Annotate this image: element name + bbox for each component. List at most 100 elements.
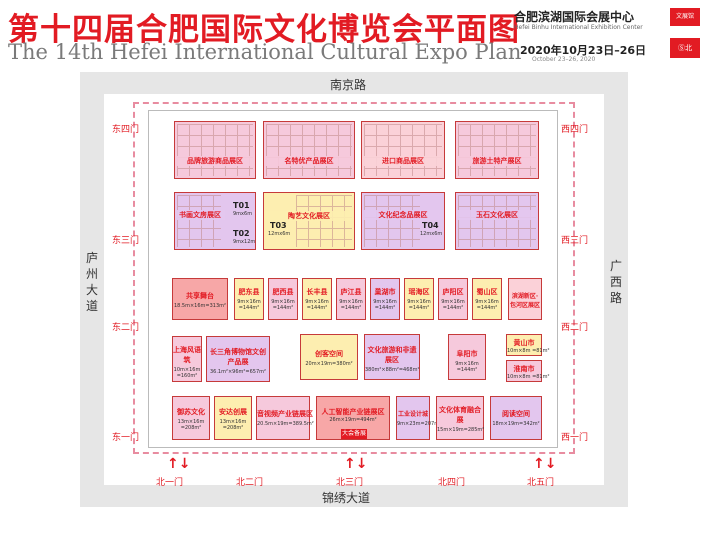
zone-label: 音视频产业链展区 bbox=[257, 410, 313, 418]
zone-tourism-heritage[interactable]: 文化旅游和非遗展区 380m²×88m²=468m² bbox=[364, 334, 420, 380]
zone-label: 文化纪念品展区 bbox=[362, 210, 444, 220]
zone-chaohu[interactable]: 巢湖市 9m×16m =144m² bbox=[370, 278, 400, 320]
zone-changfeng[interactable]: 长丰县 9m×16m =144m² bbox=[302, 278, 332, 320]
zone-label: 共享舞台 bbox=[186, 292, 214, 300]
gate-east-3[interactable]: 西二门 bbox=[561, 323, 589, 333]
zone-shushan[interactable]: 蜀山区 9m×16m =144m² bbox=[472, 278, 502, 320]
t04-size: 12mx6m bbox=[420, 231, 443, 237]
road-east-label: 广西路 bbox=[609, 259, 622, 305]
zone-culture-sports[interactable]: 文化体育融合展 15m×19m=285m² bbox=[436, 396, 484, 440]
zone-souvenirs[interactable]: 文化纪念品展区 T04 12mx6m bbox=[361, 192, 445, 250]
zone-size: 9m×16m =144m² bbox=[475, 299, 499, 311]
zone-binhu-baohe[interactable]: 滨湖新区·包河区展区 bbox=[508, 278, 542, 320]
zone-yangtze-museum[interactable]: 长三角博物馆文创产品展 36.1m²×96m²=657m² bbox=[206, 336, 270, 382]
hall-floor bbox=[148, 110, 558, 448]
gate-east-4[interactable]: 西一门 bbox=[561, 433, 589, 443]
t02-label: T02 bbox=[233, 229, 250, 238]
venue-name-english: Hefei Binhu International Exhibition Cen… bbox=[514, 24, 643, 31]
map-title-english: The 14th Hefei International Cultural Ex… bbox=[8, 40, 522, 64]
zone-size: 36.1m²×96m²=657m² bbox=[209, 369, 267, 375]
zone-reading-space[interactable]: 阅读空间 18m×19m=342m² bbox=[490, 396, 542, 440]
event-date-english: October 23–26, 2020 bbox=[532, 56, 596, 63]
zone-size: 20m×19m=380m² bbox=[305, 361, 353, 367]
road-south bbox=[104, 485, 604, 507]
zone-ai-industry[interactable]: 人工智能产业链展区 26m×19m=494m² 大会备展 bbox=[316, 396, 390, 440]
zone-label: 瑶海区 bbox=[408, 288, 430, 296]
zone-size: 18m×19m=342m² bbox=[492, 421, 540, 427]
zone-label: 安达创展 bbox=[219, 408, 247, 416]
gate-east-1[interactable]: 西四门 bbox=[561, 125, 589, 135]
zone-size: 9m×23m=207m² bbox=[397, 421, 442, 427]
gate-arrow-1: ↑↓ bbox=[167, 456, 191, 472]
gate-south-1[interactable]: 北一门 bbox=[156, 478, 184, 488]
zone-luyang[interactable]: 庐阳区 9m×16m =144m² bbox=[438, 278, 468, 320]
gate-south-3[interactable]: 北三门 bbox=[336, 478, 364, 488]
gate-west-1[interactable]: 东四门 bbox=[112, 125, 140, 135]
zone-pottery[interactable]: 陶艺文化展区 T03 12mx6m bbox=[263, 192, 355, 250]
booth-grid bbox=[458, 195, 536, 247]
zone-label: 蜀山区 bbox=[476, 288, 498, 296]
zone-local-specialty[interactable]: 旅游土特产展区 bbox=[455, 121, 539, 179]
map-title: 第十四届合肥国际文化博览会平面图 bbox=[8, 12, 520, 48]
zone-anda-exhibit[interactable]: 安达创展 13m×16m =208m² bbox=[214, 396, 252, 440]
zone-label: 御苏文化 bbox=[177, 408, 205, 416]
zone-label: 长三角博物馆文创产品展 bbox=[210, 348, 266, 366]
zone-specialty-products[interactable]: 名特优产品展区 bbox=[263, 121, 355, 179]
zone-size: 13m×16m =208m² bbox=[219, 419, 247, 431]
zone-yaohai[interactable]: 瑶海区 9m×16m =144m² bbox=[404, 278, 434, 320]
zone-size: 10m×8m =81m² bbox=[507, 348, 550, 354]
zone-label: 滨湖新区·包河区展区 bbox=[509, 293, 540, 309]
zone-fuyang[interactable]: 阜阳市 9m×16m =144m² bbox=[448, 334, 486, 380]
t01-size: 9mx6m bbox=[233, 211, 253, 217]
booth-grid bbox=[458, 124, 536, 176]
zone-size: 9m×16m =144m² bbox=[407, 299, 431, 311]
zone-label: 书画文房展区 bbox=[175, 210, 225, 220]
road-west-label: 庐州大道 bbox=[85, 251, 98, 313]
zone-feixi[interactable]: 肥西县 9m×16m =144m² bbox=[268, 278, 298, 320]
gate-arrow-3: ↑↓ bbox=[344, 456, 368, 472]
t02-size: 9mx12m bbox=[233, 239, 256, 245]
expo-logo: 文展馆 bbox=[670, 8, 700, 26]
zone-lujiang[interactable]: 庐江县 9m×16m =144m² bbox=[336, 278, 366, 320]
zone-feidong[interactable]: 肥东县 9m×16m =144m² bbox=[234, 278, 264, 320]
zone-size: 13m×16m =208m² bbox=[177, 419, 205, 431]
zone-imported-goods[interactable]: 进口商品展区 bbox=[361, 121, 445, 179]
booth-grid bbox=[364, 124, 442, 176]
gate-south-2[interactable]: 北二门 bbox=[236, 478, 264, 488]
gate-west-2[interactable]: 东三门 bbox=[112, 236, 140, 246]
zone-shanghai-fengyuzhu[interactable]: 上海风语筑 10m×16m =160m² bbox=[172, 336, 202, 382]
zone-size: 18.5m×16m=313m² bbox=[173, 303, 227, 309]
booth-grid bbox=[177, 124, 253, 176]
zone-label: 创客空间 bbox=[315, 350, 343, 358]
zone-shared-stage[interactable]: 共享舞台 18.5m×16m=313m² bbox=[172, 278, 228, 320]
gate-east-2[interactable]: 西三门 bbox=[561, 236, 589, 246]
gate-west-4[interactable]: 东一门 bbox=[112, 433, 140, 443]
zone-size: 10m×16m =160m² bbox=[173, 367, 201, 379]
gate-south-5[interactable]: 北五门 bbox=[527, 478, 555, 488]
t03-size: 12mx6m bbox=[268, 231, 291, 237]
zone-audio-video[interactable]: 音视频产业链展区 20.5m×19m=389.5m² bbox=[256, 396, 314, 440]
t04-label: T04 bbox=[422, 221, 439, 230]
zone-label: 进口商品展区 bbox=[362, 156, 444, 166]
road-east bbox=[604, 72, 628, 507]
zone-brand-tourism[interactable]: 品牌旅游商品展区 bbox=[174, 121, 256, 179]
zone-maker-space[interactable]: 创客空间 20m×19m=380m² bbox=[300, 334, 358, 380]
road-north-label: 南京路 bbox=[330, 78, 367, 92]
zone-jade[interactable]: 玉石文化展区 bbox=[455, 192, 539, 250]
zone-label: 文化体育融合展 bbox=[439, 406, 481, 424]
north-logo: Ⓢ北 bbox=[670, 38, 700, 58]
gate-west-3[interactable]: 东二门 bbox=[112, 323, 140, 333]
zone-size: 9m×16m =144m² bbox=[339, 299, 363, 311]
zone-huangshan[interactable]: 黄山市 10m×8m =81m² bbox=[506, 334, 550, 356]
zone-industrial-design[interactable]: 工业设计城 9m×23m=207m² bbox=[396, 396, 442, 440]
zone-size: 9m×16m =144m² bbox=[305, 299, 329, 311]
zone-label: 文化旅游和非遗展区 bbox=[367, 346, 417, 364]
zone-calligraphy[interactable]: 书画文房展区 T01 9mx6m T02 9mx12m bbox=[174, 192, 256, 250]
zone-label: 庐江县 bbox=[340, 288, 362, 296]
zone-size: 380m²×88m²=468m² bbox=[365, 367, 420, 373]
zone-yusu-culture[interactable]: 御苏文化 13m×16m =208m² bbox=[172, 396, 210, 440]
booth-grid bbox=[177, 195, 221, 247]
gate-south-4[interactable]: 北四门 bbox=[438, 478, 466, 488]
zone-size: 26m×19m=494m² bbox=[329, 417, 377, 423]
zone-huainan[interactable]: 淮南市 10m×8m =81m² bbox=[506, 360, 550, 382]
